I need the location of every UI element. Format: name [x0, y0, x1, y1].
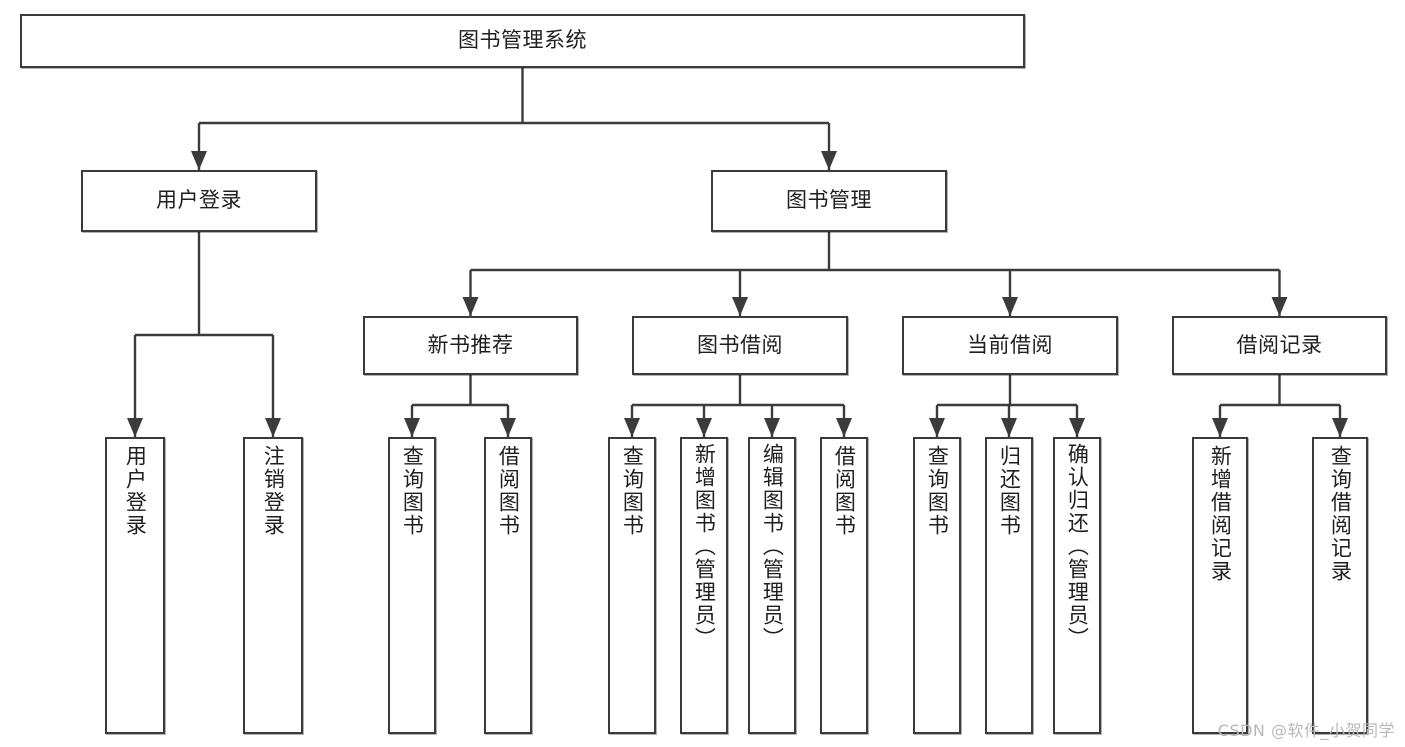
connector-arrowhead [265, 418, 281, 437]
node-label-current-borrow: 当前借阅 [967, 332, 1053, 357]
node-user-login[interactable]: 用户登录 [81, 170, 317, 232]
node-label-leaf-query-book-2: 查询图书 [620, 445, 645, 537]
node-label-root: 图书管理系统 [458, 28, 587, 53]
connector-arrowhead [696, 418, 712, 437]
node-label-leaf-confirm-return-admin: 确认归还（管理员） [1065, 443, 1090, 650]
node-label-leaf-query-book-3: 查询图书 [925, 445, 950, 537]
node-label-leaf-user-logout: 注销登录 [261, 445, 286, 537]
connector-arrowhead [1212, 418, 1228, 437]
connector-arrowhead [404, 418, 420, 437]
node-leaf-user-login[interactable]: 用户登录 [105, 437, 165, 734]
connector-arrowhead [1271, 297, 1288, 316]
connector-arrowhead [929, 418, 945, 437]
node-leaf-confirm-return-admin[interactable]: 确认归还（管理员） [1053, 437, 1101, 734]
node-label-book-management: 图书管理 [786, 188, 872, 213]
connector-arrowhead [732, 297, 748, 316]
watermark-label: CSDN @软件_小贺同学 [1217, 721, 1395, 740]
node-borrow-record[interactable]: 借阅记录 [1172, 316, 1387, 375]
node-label-leaf-query-book-1: 查询图书 [400, 445, 425, 537]
node-label-leaf-edit-book-admin: 编辑图书（管理员） [760, 443, 785, 650]
node-book-borrow[interactable]: 图书借阅 [632, 316, 848, 375]
connector-arrowhead [624, 418, 640, 437]
node-leaf-add-borrow-record[interactable]: 新增借阅记录 [1192, 437, 1248, 734]
node-leaf-return-book[interactable]: 归还图书 [985, 437, 1033, 734]
node-label-user-login: 用户登录 [156, 188, 242, 213]
node-leaf-edit-book-admin[interactable]: 编辑图书（管理员） [748, 437, 796, 734]
connector-arrowhead [1332, 418, 1348, 437]
connector-arrowhead [191, 151, 207, 170]
node-label-leaf-borrow-book-2: 借阅图书 [832, 445, 857, 537]
connector-arrowhead [1002, 297, 1018, 316]
connector-arrowhead [127, 418, 143, 437]
node-leaf-query-borrow-record[interactable]: 查询借阅记录 [1312, 437, 1368, 734]
node-leaf-user-logout[interactable]: 注销登录 [243, 437, 303, 734]
connector-arrowhead [1069, 418, 1085, 437]
node-label-leaf-add-borrow-record: 新增借阅记录 [1208, 445, 1233, 583]
node-label-new-book-recommend: 新书推荐 [427, 332, 514, 357]
node-leaf-add-book-admin[interactable]: 新增图书（管理员） [680, 437, 728, 734]
node-new-book-recommend[interactable]: 新书推荐 [363, 316, 578, 375]
node-label-leaf-return-book: 归还图书 [997, 445, 1022, 537]
node-label-leaf-add-book-admin: 新增图书（管理员） [692, 443, 717, 650]
connector-arrowhead [462, 297, 479, 316]
connector-arrowhead [821, 151, 837, 170]
node-label-book-borrow: 图书借阅 [697, 332, 783, 357]
node-leaf-query-book-2[interactable]: 查询图书 [608, 437, 656, 734]
node-leaf-query-book-1[interactable]: 查询图书 [388, 437, 436, 734]
node-current-borrow[interactable]: 当前借阅 [902, 316, 1118, 375]
node-root[interactable]: 图书管理系统 [20, 14, 1025, 68]
connector-arrowhead [500, 418, 516, 437]
node-label-leaf-query-borrow-record: 查询借阅记录 [1328, 445, 1353, 583]
node-leaf-query-book-3[interactable]: 查询图书 [913, 437, 961, 734]
node-book-management[interactable]: 图书管理 [711, 170, 947, 232]
connector-arrowhead [836, 418, 852, 437]
node-label-borrow-record: 借阅记录 [1236, 332, 1323, 357]
node-label-leaf-user-login: 用户登录 [123, 445, 148, 537]
node-label-leaf-borrow-book-1: 借阅图书 [496, 445, 521, 537]
connector-arrowhead [764, 418, 780, 437]
connector-arrowhead [1001, 418, 1017, 437]
node-leaf-borrow-book-2[interactable]: 借阅图书 [820, 437, 868, 734]
node-leaf-borrow-book-1[interactable]: 借阅图书 [484, 437, 532, 734]
